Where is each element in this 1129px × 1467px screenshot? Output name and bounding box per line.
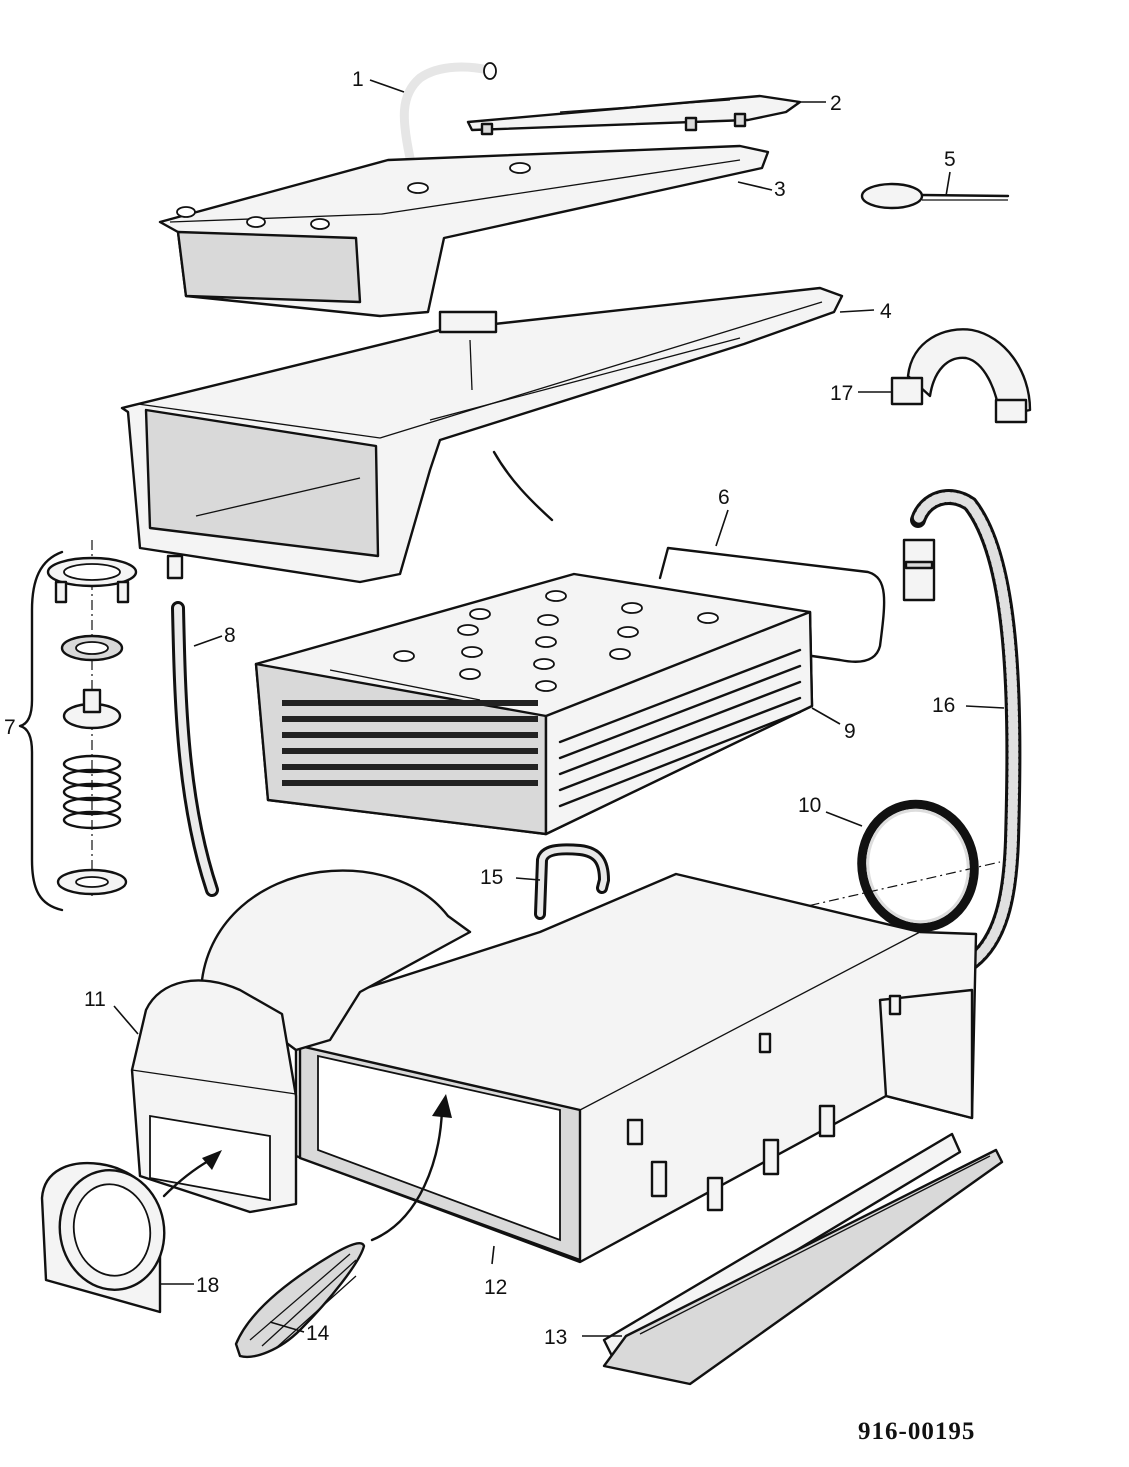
part-14-filter-screen (234, 1242, 366, 1359)
part-11-blower-housing (130, 869, 472, 1214)
part-1-hose (399, 62, 497, 163)
callout-4: 4 (880, 300, 892, 323)
callout-17: 17 (830, 382, 853, 405)
callout-8: 8 (224, 624, 236, 647)
part-2-gasket-plate (466, 94, 802, 136)
part-3-upper-cover (158, 144, 770, 318)
callout-2: 2 (830, 92, 842, 115)
callout-16: 16 (932, 694, 955, 717)
part-9-heat-exchanger (254, 572, 814, 836)
callout-7: 7 (4, 716, 16, 739)
callout-12: 12 (484, 1276, 507, 1299)
part-7-valve-assembly (18, 540, 138, 912)
part-8-drain-tube (166, 554, 219, 897)
part-16-hose (902, 489, 1022, 970)
callout-6: 6 (718, 486, 730, 509)
callout-1: 1 (352, 68, 364, 91)
callout-labels: 1 2 3 4 5 6 7 8 9 10 11 12 13 14 15 16 1… (4, 68, 956, 1349)
part-10-clamp (789, 799, 1001, 933)
callout-13: 13 (544, 1326, 567, 1349)
drawing-number: 916-00195 (858, 1418, 976, 1445)
callout-3: 3 (774, 178, 786, 201)
callout-14: 14 (306, 1322, 330, 1345)
part-15-u-bracket (534, 843, 611, 920)
callout-11: 11 (84, 988, 106, 1011)
part-13-bottom-plate (602, 1132, 1004, 1386)
part-12-main-housing (294, 872, 978, 1264)
valve-spring (62, 754, 122, 830)
callout-10: 10 (798, 794, 821, 817)
callout-5: 5 (944, 148, 956, 171)
part-18-duct-flange (40, 1162, 166, 1314)
exchanger-fins-front (282, 700, 538, 786)
callout-18: 18 (196, 1274, 219, 1297)
part-4-condensate-tray (120, 286, 844, 584)
part-5-plug (860, 182, 1010, 210)
exchanger-fins-side (558, 648, 802, 808)
airflow-arrows (162, 1094, 452, 1242)
callout-9: 9 (844, 720, 856, 743)
callout-15: 15 (480, 866, 503, 889)
part-6-seal (658, 546, 886, 663)
part-17-clip (890, 328, 1032, 424)
leader-lines (113, 79, 1005, 1337)
